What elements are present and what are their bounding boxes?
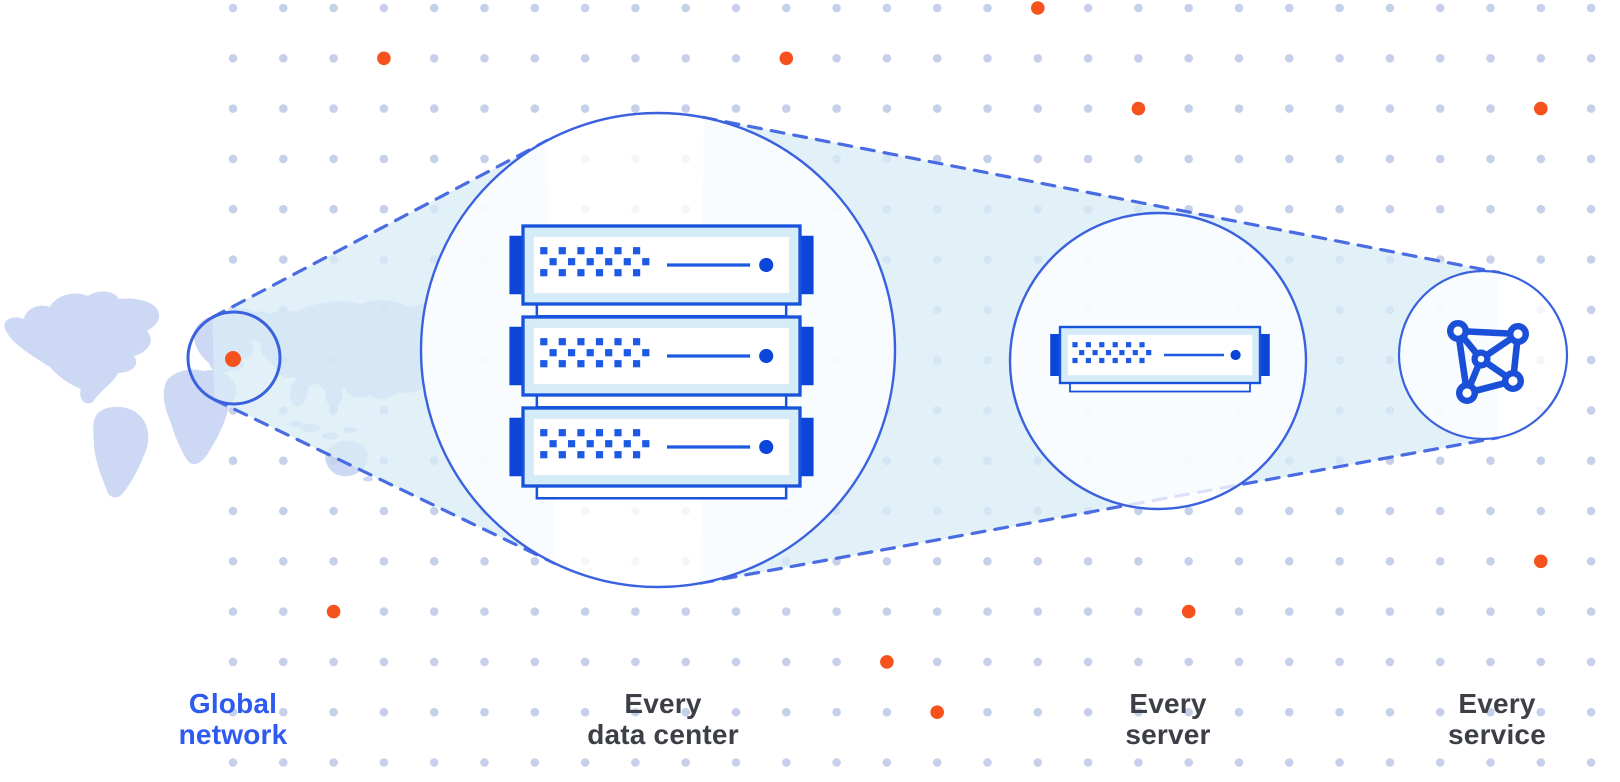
label-line2: data center bbox=[587, 719, 739, 750]
continent-south-america bbox=[93, 406, 149, 498]
label-line1: Every bbox=[624, 688, 702, 719]
continent-north-america bbox=[4, 291, 160, 404]
server-icon bbox=[1050, 325, 1270, 393]
label-every-data-center: Every data center bbox=[587, 688, 739, 750]
island-uk bbox=[195, 332, 205, 340]
label-line2: network bbox=[178, 719, 288, 750]
label-line1: Every bbox=[1129, 688, 1207, 719]
global-network-circle bbox=[186, 310, 282, 406]
label-line1: Every bbox=[1458, 688, 1536, 719]
location-marker-icon bbox=[225, 351, 241, 367]
network-graph-icon bbox=[1446, 320, 1529, 405]
server-unit-illustration bbox=[509, 406, 814, 500]
label-every-service: Every service bbox=[1448, 688, 1546, 750]
zoom-guide-dashed-line bbox=[210, 138, 549, 319]
label-line2: server bbox=[1125, 719, 1211, 750]
label-line2: service bbox=[1448, 719, 1546, 750]
label-global-network: Global network bbox=[179, 688, 288, 750]
server-unit-illustration bbox=[509, 224, 814, 318]
zoom-guide-dashed-line bbox=[701, 115, 1501, 275]
label-every-server: Every server bbox=[1125, 688, 1210, 750]
server-unit-illustration bbox=[1050, 325, 1270, 393]
server-rack-illustration bbox=[509, 224, 814, 500]
island-nz bbox=[363, 476, 373, 482]
zoom-guide-dashed-line bbox=[212, 397, 557, 566]
zoom-guide-lines bbox=[210, 115, 1501, 585]
zoom-guide-dashed-line bbox=[698, 436, 1500, 585]
label-line1: Global bbox=[188, 688, 278, 719]
server-unit-illustration bbox=[509, 315, 814, 409]
